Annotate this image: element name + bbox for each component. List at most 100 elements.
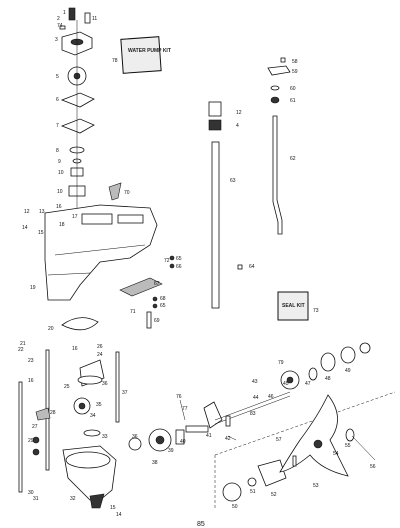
callout-label: 43 <box>252 379 258 385</box>
callout-label: 30 <box>28 490 34 496</box>
grommet-part <box>270 96 280 104</box>
callout-label: 37 <box>122 390 128 396</box>
callout-label: 51 <box>250 489 256 495</box>
callout-label: 16 <box>28 378 34 384</box>
callout-label: 24 <box>97 352 103 358</box>
callout-label: 46 <box>268 394 274 400</box>
callout-label: 78 <box>112 58 118 64</box>
callout-label: 68 <box>160 296 166 302</box>
gearcase-parting-line <box>54 244 146 256</box>
callout-label: 19 <box>30 285 36 291</box>
callout-label: 58 <box>292 59 298 65</box>
callout-label: 42 <box>225 436 231 442</box>
callout-label: 79 <box>278 360 284 366</box>
lower-gearcase-left <box>18 349 120 509</box>
gearcase-rib <box>47 272 91 276</box>
stud-right <box>115 351 120 423</box>
callout-label: 61 <box>290 98 296 104</box>
gearcase-gasket <box>61 317 99 331</box>
callout-label: 21 <box>20 341 26 347</box>
bearing-housing-ring <box>77 375 103 385</box>
callout-label: 70 <box>124 190 130 196</box>
callout-label: 38 <box>152 460 158 466</box>
nut-part <box>169 263 175 269</box>
callout-labels: 1 2 74 11 3 78 5 6 7 8 9 10 10 70 58 59 … <box>18 10 376 518</box>
forward-gear-hub <box>155 435 165 445</box>
callout-label: 76 <box>176 394 182 400</box>
propeller-shaft <box>214 391 291 421</box>
drive-shaft-pin <box>237 264 243 270</box>
pin-part <box>84 12 91 24</box>
callout-label: 28 <box>50 410 56 416</box>
retainer-pin <box>227 435 237 441</box>
propeller-shaft-front <box>185 425 209 433</box>
callout-label: 54 <box>333 451 339 457</box>
callout-label: 32 <box>70 496 76 502</box>
callout-label: 47 <box>305 381 311 387</box>
callout-label: 53 <box>313 483 319 489</box>
shift-rod <box>272 115 283 235</box>
gearcase-housing <box>44 204 175 329</box>
callout-label: 16 <box>56 204 62 210</box>
propeller-hub <box>313 439 323 449</box>
callout-label: 57 <box>276 437 282 443</box>
callout-label: 23 <box>28 358 34 364</box>
propeller-section <box>214 391 396 510</box>
propeller-gasket-ring <box>222 482 242 502</box>
callout-label: 77 <box>182 406 188 412</box>
cotter-pin <box>351 435 376 461</box>
seal-kit-box: SEAL KIT <box>277 291 309 321</box>
drive-shaft-bushing <box>208 119 222 131</box>
callout-label: 49 <box>345 368 351 374</box>
shift-cam <box>35 407 51 421</box>
housing-boss <box>81 213 113 225</box>
shift-rod-parts <box>267 57 291 235</box>
gearcase-upper-body <box>44 204 158 301</box>
callout-label: 36 <box>102 381 108 387</box>
anode-plate <box>119 277 163 297</box>
callout-label: 39 <box>168 448 174 454</box>
propeller-bearing-carrier <box>257 459 287 487</box>
clutch-dog <box>175 429 185 445</box>
callout-label: 55 <box>345 443 351 449</box>
callout-label: 35 <box>96 402 102 408</box>
callout-label: 5 <box>56 74 59 80</box>
seal-kit-label: SEAL KIT <box>282 303 305 309</box>
callout-label: 50 <box>232 504 238 510</box>
callout-label: 33 <box>102 434 108 440</box>
callout-label: 17 <box>72 214 78 220</box>
bearing-part <box>128 437 142 451</box>
plug-screw <box>32 436 40 444</box>
callout-label: 6 <box>56 97 59 103</box>
bearing-carrier <box>320 352 336 372</box>
reverse-gear-housing <box>203 401 223 429</box>
callout-label: 59 <box>292 69 298 75</box>
nut-part <box>152 303 158 309</box>
callout-label: 1 <box>63 10 66 16</box>
callout-label: 74 <box>57 23 63 29</box>
water-pump-kit-box: WATER PUMP KIT <box>120 36 171 74</box>
pinion-gear-hub <box>78 402 86 410</box>
thrust-washer <box>308 367 318 381</box>
o-ring-part <box>359 342 371 354</box>
skeg <box>89 493 105 509</box>
callout-label: 3 <box>55 37 58 43</box>
drive-shaft-parts <box>208 101 243 309</box>
propeller-shaft-assembly <box>128 342 371 452</box>
callout-label: 64 <box>249 264 255 270</box>
page-number: 85 <box>197 521 205 528</box>
callout-label: 11 <box>92 16 97 22</box>
thrust-hub <box>247 477 257 487</box>
callout-label: 9 <box>58 159 61 165</box>
callout-label: 67 <box>154 281 160 287</box>
drive-shaft <box>211 141 220 309</box>
callout-label: 18 <box>59 222 65 228</box>
callout-label: 73 <box>313 308 319 314</box>
callout-label: 7 <box>56 123 59 129</box>
impeller-plate <box>60 92 95 108</box>
callout-label: 62 <box>290 156 296 162</box>
washer-part <box>270 85 280 91</box>
callout-label: 40 <box>180 439 186 445</box>
callout-label: 63 <box>230 178 236 184</box>
